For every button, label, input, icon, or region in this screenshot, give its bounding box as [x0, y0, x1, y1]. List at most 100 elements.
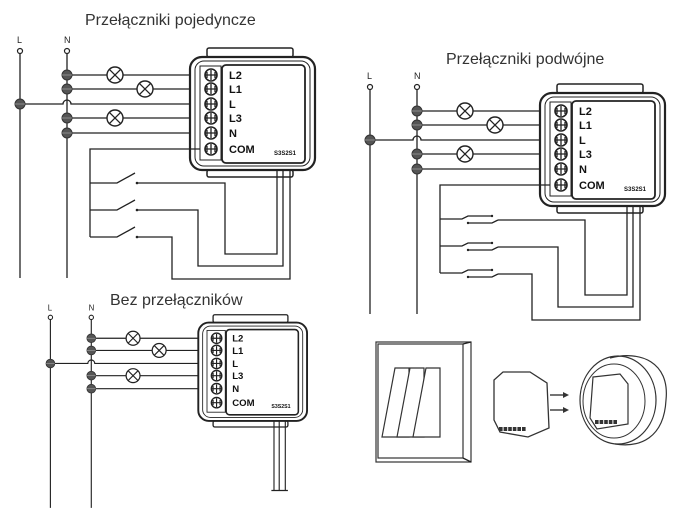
- screw-slot: [555, 180, 567, 190]
- module-terminal: [604, 420, 608, 424]
- screw-slot: [555, 135, 567, 145]
- label-L: L: [367, 71, 372, 81]
- label-N: N: [89, 303, 95, 312]
- double-switch-lever: [440, 269, 492, 274]
- module-terminal: [595, 420, 599, 424]
- screw-slot: [211, 359, 222, 368]
- terminal-label-l1: L1: [232, 346, 244, 357]
- screw-slot: [555, 164, 567, 174]
- switch-return-wire: [137, 209, 284, 267]
- switch-lever: [90, 199, 136, 211]
- module-terminal: [608, 420, 613, 424]
- module-top-clip: [206, 47, 294, 58]
- terminal-label-n: N: [232, 384, 239, 395]
- terminal-label-l3: L3: [579, 149, 592, 161]
- module-inner-edge: [202, 325, 304, 418]
- line-L-terminal: [47, 314, 54, 321]
- double-switch-lever: [440, 242, 492, 247]
- switch-contact: [490, 214, 494, 218]
- line-N-terminal: [63, 47, 71, 55]
- lamp-cross: [108, 111, 122, 125]
- screw-slot: [211, 398, 222, 407]
- flush-box-inner: [582, 363, 646, 439]
- terminal-label-l2: L2: [232, 334, 243, 345]
- lamp-cross: [127, 370, 139, 381]
- rocker-key: [412, 367, 441, 438]
- terminal-label-com: COM: [579, 180, 605, 192]
- title-double-switches: Przełączniki podwójne: [446, 51, 604, 68]
- terminal-label-l1: L1: [229, 84, 242, 96]
- line-L-terminal: [366, 83, 374, 91]
- terminal-label-l2: L2: [579, 106, 592, 118]
- terminal-label-com: COM: [229, 144, 255, 156]
- switch-contact: [466, 221, 470, 225]
- live-wire: [20, 99, 200, 105]
- screw-slot: [205, 128, 217, 138]
- double-switch-lever: [440, 215, 492, 220]
- label-L: L: [48, 303, 53, 312]
- screw-slot: [205, 99, 217, 109]
- switch-lever: [90, 172, 136, 184]
- line-L-terminal: [16, 47, 24, 55]
- lamp-cross: [108, 68, 122, 82]
- label-N: N: [64, 35, 71, 45]
- live-wire: [370, 135, 550, 141]
- screw-slot: [205, 113, 217, 123]
- screw-slot: [205, 84, 217, 94]
- module-terminal: [512, 427, 517, 431]
- module-marking: S3S2S1: [624, 187, 647, 193]
- title-no-switches: Bez przełączników: [110, 292, 243, 309]
- terminal-label-n: N: [229, 128, 237, 140]
- line-N-terminal: [88, 314, 94, 321]
- module-in-box: [589, 373, 629, 430]
- title-single-switches: Przełączniki pojedyncze: [85, 12, 256, 29]
- lamp-cross: [127, 332, 139, 344]
- screw-slot: [555, 149, 567, 159]
- module-marking: S3S2S1: [271, 404, 290, 410]
- module-inner-edge: [544, 96, 661, 203]
- switch-return-wire: [498, 219, 628, 296]
- module-terminal: [613, 420, 617, 424]
- terminal-label-l: L: [232, 359, 238, 370]
- module-marking: S3S2S1: [274, 151, 297, 157]
- terminal-label-l: L: [579, 135, 586, 147]
- relay-module-illustration: [493, 371, 550, 438]
- double-switch-lever: [468, 219, 499, 224]
- module-panel: [221, 64, 306, 164]
- screw-slot: [555, 120, 567, 130]
- switch-lever: [90, 226, 136, 238]
- module-top-clip: [556, 83, 644, 94]
- terminal-label-l3: L3: [232, 371, 243, 382]
- switch-contact: [466, 275, 470, 279]
- lamp-cross: [153, 345, 165, 356]
- module-panel: [571, 100, 656, 200]
- wall-plate-bevel: [462, 341, 472, 463]
- module-terminal: [508, 427, 512, 431]
- switch-return-wire: [498, 246, 634, 308]
- module-panel: [225, 328, 300, 416]
- com-wire: [89, 148, 200, 237]
- terminal-label-l1: L1: [579, 120, 592, 132]
- installation-illustration: [375, 341, 667, 463]
- switch-contact: [466, 248, 470, 252]
- arrow-head-icon: [563, 392, 569, 413]
- switch-return-wire: [137, 182, 278, 255]
- screw-slot: [205, 144, 217, 154]
- switch-return-wire: [137, 236, 291, 280]
- label-N: N: [414, 71, 421, 81]
- double-switch-lever: [468, 246, 499, 251]
- module-terminal: [522, 427, 526, 431]
- module-top-clip: [212, 314, 289, 324]
- module-terminal: [503, 427, 508, 431]
- module-terminal: [499, 427, 503, 431]
- terminal-label-com: COM: [232, 398, 254, 409]
- lamp-cross: [458, 147, 472, 161]
- screw-slot: [211, 371, 222, 381]
- screw-slot: [211, 384, 222, 394]
- switch-contact: [490, 241, 494, 245]
- terminal-label-l: L: [229, 99, 236, 111]
